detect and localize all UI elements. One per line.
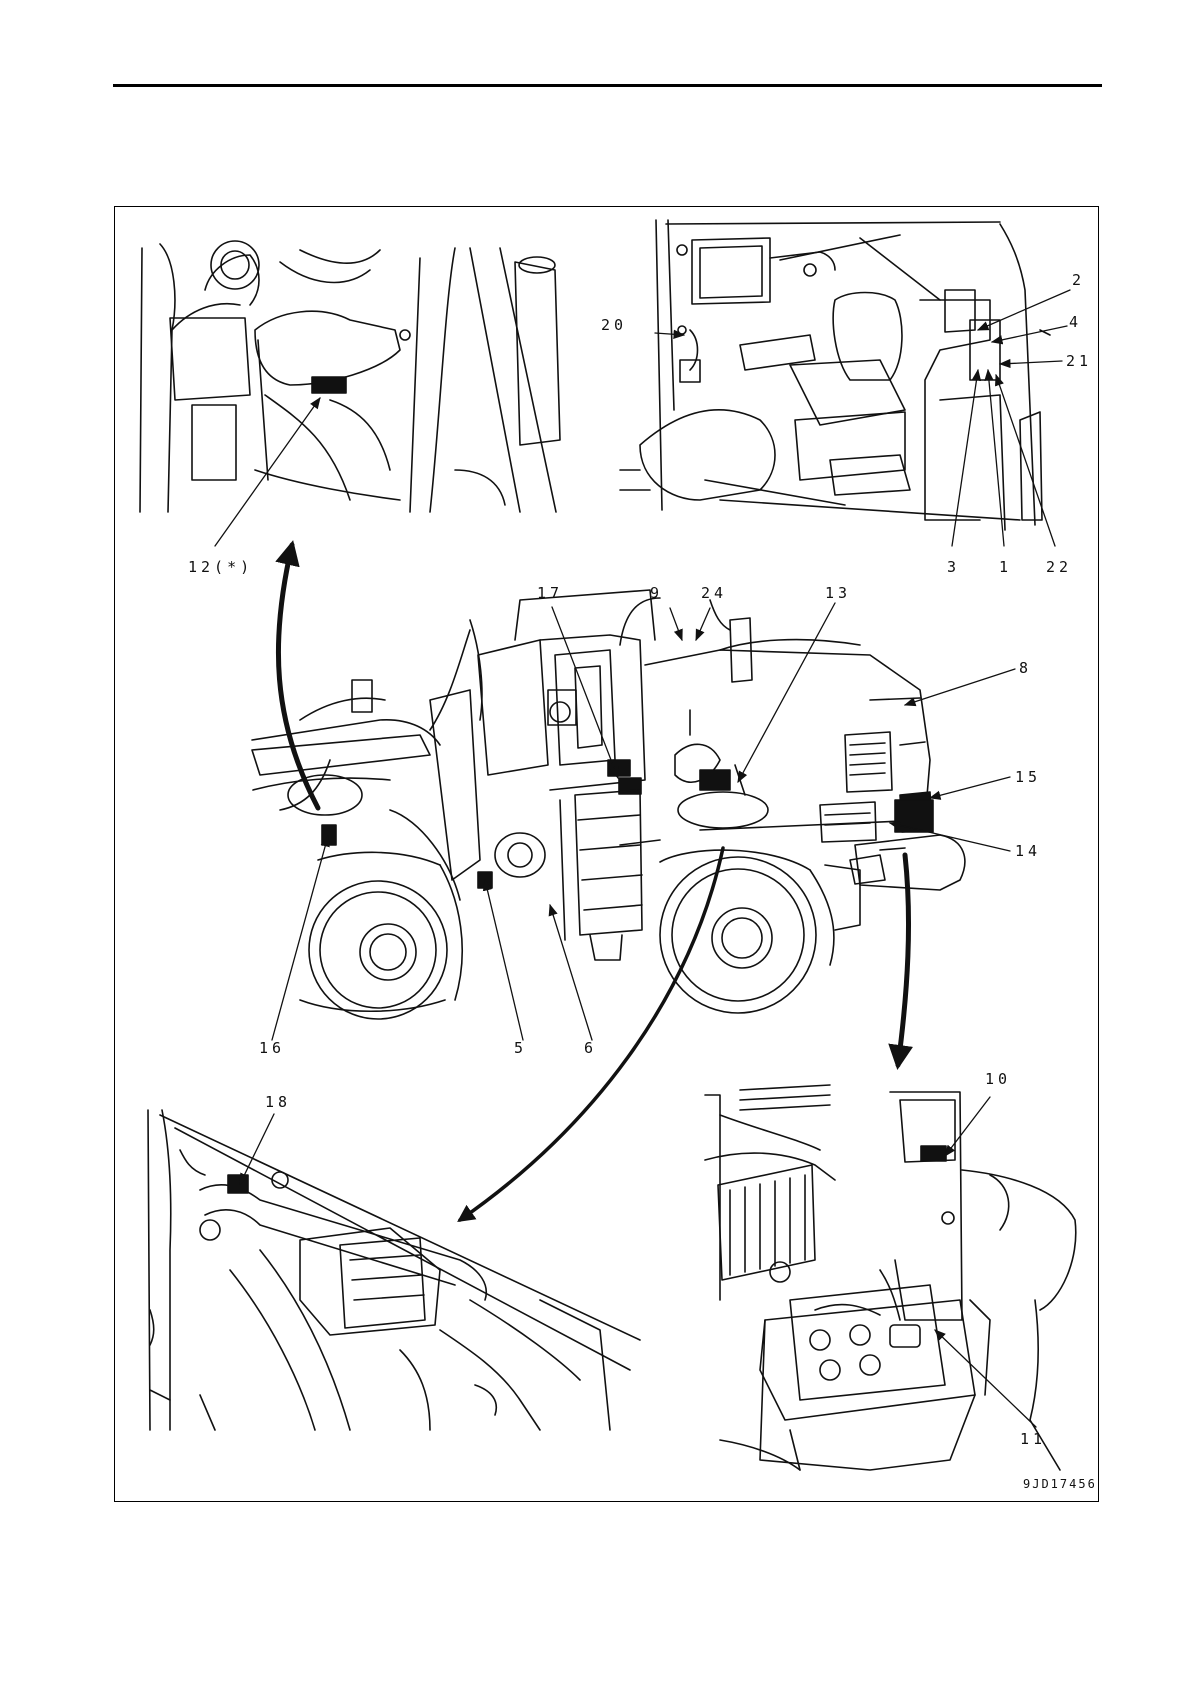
machine-side-view <box>252 590 965 1019</box>
callout-18: 18 <box>265 1095 291 1110</box>
callout-11: 11 <box>1020 1432 1046 1447</box>
callout-2: 2 <box>1072 273 1085 288</box>
callout-3: 3 <box>947 560 960 575</box>
callout-9: 9 <box>650 586 663 601</box>
callout-12: 12(*) <box>188 560 253 575</box>
detail-engine-compartment <box>148 1110 640 1430</box>
detail-front-frame <box>140 241 560 512</box>
callout-14: 14 <box>1015 844 1041 859</box>
transition-arrows <box>278 545 908 1220</box>
callout-13: 13 <box>825 586 851 601</box>
callout-1: 1 <box>999 560 1012 575</box>
callout-22: 22 <box>1046 560 1072 575</box>
callout-6: 6 <box>584 1041 597 1056</box>
callout-4: 4 <box>1069 315 1082 330</box>
detail-cab-interior <box>620 220 1050 530</box>
callout-20: 20 <box>601 318 627 333</box>
callout-17: 17 <box>537 586 563 601</box>
callout-15: 15 <box>1015 770 1041 785</box>
callout-10: 10 <box>985 1072 1011 1087</box>
callout-24: 24 <box>701 586 727 601</box>
callout-21: 21 <box>1066 354 1092 369</box>
figure-id: 9JD17456 <box>1023 1477 1097 1491</box>
callout-5: 5 <box>514 1041 527 1056</box>
callout-8: 8 <box>1019 661 1032 676</box>
callout-16: 16 <box>259 1041 285 1056</box>
